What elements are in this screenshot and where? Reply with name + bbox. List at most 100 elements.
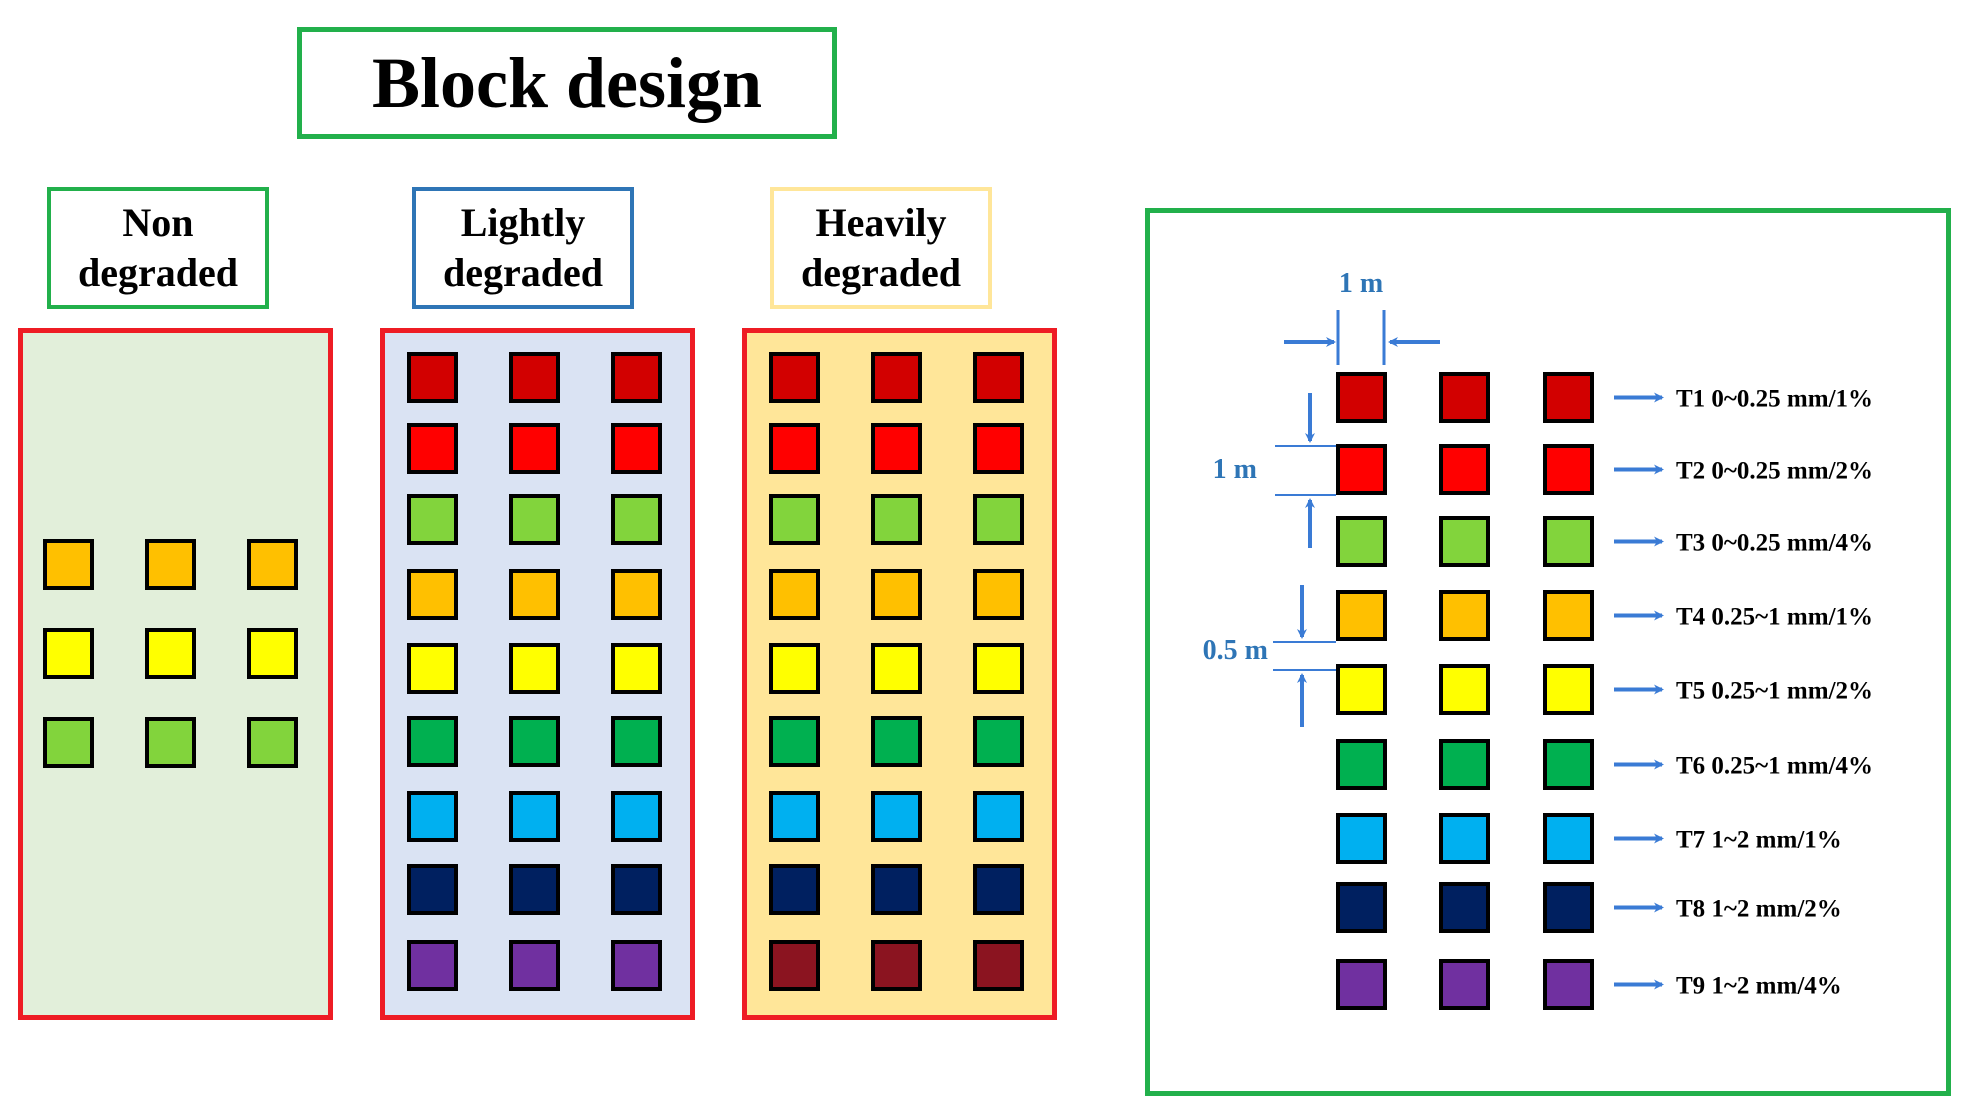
legend-square-t4: [1439, 590, 1490, 641]
legend-label-t9: T9 1~2 mm/4%: [1676, 973, 1842, 1000]
plot-square-lightly-degraded-t2: [407, 423, 458, 474]
plot-square-heavily-degraded-heavy-row9: [769, 940, 820, 991]
plot-square-lightly-degraded-t1: [509, 352, 560, 403]
legend-square-t1: [1543, 372, 1594, 423]
plot-square-heavily-degraded-t8: [769, 864, 820, 915]
plot-square-heavily-degraded-heavy-row9: [973, 940, 1024, 991]
legend-square-t2: [1543, 444, 1594, 495]
plot-square-lightly-degraded-t3: [509, 494, 560, 545]
legend-square-t3: [1336, 516, 1387, 567]
dim-width-label: 1 m: [1339, 268, 1383, 299]
legend-square-t6: [1439, 739, 1490, 790]
plot-square-lightly-degraded-t3: [407, 494, 458, 545]
plot-square-lightly-degraded-t5: [407, 643, 458, 694]
legend-label-t2: T2 0~0.25 mm/2%: [1676, 458, 1873, 485]
plot-square-heavily-degraded-t6: [769, 716, 820, 767]
plot-square-heavily-degraded-t4: [769, 569, 820, 620]
legend-label-t1: T1 0~0.25 mm/1%: [1676, 386, 1873, 413]
plot-square-heavily-degraded-t4: [973, 569, 1024, 620]
legend-square-t3: [1543, 516, 1594, 567]
plot-square-heavily-degraded-t5: [973, 643, 1024, 694]
plot-square-lightly-degraded-t9: [407, 940, 458, 991]
plot-square-lightly-degraded-t2: [611, 423, 662, 474]
label-heavily-degraded-text: Heavily degraded: [801, 200, 961, 295]
plot-square-heavily-degraded-t7: [973, 791, 1024, 842]
plot-square-lightly-degraded-t6: [509, 716, 560, 767]
plot-square-lightly-degraded-t5: [509, 643, 560, 694]
plot-square-heavily-degraded-heavy-row9: [871, 940, 922, 991]
legend-panel: [1145, 208, 1951, 1096]
plot-square-non-degraded-t3: [145, 717, 196, 768]
plot-square-heavily-degraded-t3: [973, 494, 1024, 545]
legend-square-t6: [1543, 739, 1594, 790]
legend-square-t9: [1543, 959, 1594, 1010]
plot-square-heavily-degraded-t5: [769, 643, 820, 694]
label-non-degraded-text: Non degraded: [78, 200, 238, 295]
plot-square-lightly-degraded-t8: [611, 864, 662, 915]
plot-square-lightly-degraded-t7: [407, 791, 458, 842]
plot-square-lightly-degraded-t4: [407, 569, 458, 620]
legend-square-t3: [1439, 516, 1490, 567]
plot-square-heavily-degraded-t1: [769, 352, 820, 403]
legend-square-t4: [1543, 590, 1594, 641]
plot-square-lightly-degraded-t8: [407, 864, 458, 915]
legend-square-t2: [1439, 444, 1490, 495]
legend-label-t4: T4 0.25~1 mm/1%: [1676, 604, 1873, 631]
plot-square-lightly-degraded-t3: [611, 494, 662, 545]
legend-label-t5: T5 0.25~1 mm/2%: [1676, 678, 1873, 705]
plot-square-heavily-degraded-t6: [871, 716, 922, 767]
dim-gap-label: 0.5 m: [1203, 635, 1268, 666]
legend-square-t8: [1543, 882, 1594, 933]
plot-square-non-degraded-t5: [247, 628, 298, 679]
legend-label-t3: T3 0~0.25 mm/4%: [1676, 530, 1873, 557]
plot-square-lightly-degraded-t6: [407, 716, 458, 767]
label-lightly-degraded: Lightly degraded: [412, 187, 634, 309]
plot-square-heavily-degraded-t4: [871, 569, 922, 620]
plot-square-heavily-degraded-t1: [871, 352, 922, 403]
plot-square-lightly-degraded-t4: [509, 569, 560, 620]
legend-square-t5: [1543, 664, 1594, 715]
legend-square-t7: [1439, 813, 1490, 864]
legend-square-t2: [1336, 444, 1387, 495]
plot-square-non-degraded-t5: [43, 628, 94, 679]
plot-square-heavily-degraded-t3: [769, 494, 820, 545]
plot-square-non-degraded-t3: [247, 717, 298, 768]
plot-square-heavily-degraded-t2: [769, 423, 820, 474]
plot-square-non-degraded-t5: [145, 628, 196, 679]
plot-square-lightly-degraded-t1: [407, 352, 458, 403]
plot-square-lightly-degraded-t7: [611, 791, 662, 842]
label-non-degraded: Non degraded: [47, 187, 269, 309]
plot-square-heavily-degraded-t8: [973, 864, 1024, 915]
dim-row-label: 1 m: [1213, 454, 1257, 485]
diagram-title: Block design: [297, 27, 837, 139]
plot-square-lightly-degraded-t9: [611, 940, 662, 991]
plot-square-lightly-degraded-t2: [509, 423, 560, 474]
plot-square-non-degraded-t4: [247, 539, 298, 590]
legend-label-t8: T8 1~2 mm/2%: [1676, 896, 1842, 923]
plot-square-heavily-degraded-t1: [973, 352, 1024, 403]
plot-square-heavily-degraded-t5: [871, 643, 922, 694]
legend-square-t6: [1336, 739, 1387, 790]
label-heavily-degraded: Heavily degraded: [770, 187, 992, 309]
legend-square-t5: [1439, 664, 1490, 715]
plot-square-lightly-degraded-t9: [509, 940, 560, 991]
plot-square-heavily-degraded-t3: [871, 494, 922, 545]
plot-square-heavily-degraded-t2: [973, 423, 1024, 474]
legend-square-t8: [1336, 882, 1387, 933]
legend-label-t7: T7 1~2 mm/1%: [1676, 827, 1842, 854]
plot-square-heavily-degraded-t8: [871, 864, 922, 915]
legend-square-t1: [1439, 372, 1490, 423]
plot-square-lightly-degraded-t4: [611, 569, 662, 620]
plot-square-lightly-degraded-t7: [509, 791, 560, 842]
plot-square-non-degraded-t3: [43, 717, 94, 768]
legend-square-t7: [1336, 813, 1387, 864]
plot-square-lightly-degraded-t5: [611, 643, 662, 694]
plot-square-lightly-degraded-t8: [509, 864, 560, 915]
plot-square-lightly-degraded-t1: [611, 352, 662, 403]
legend-square-t9: [1439, 959, 1490, 1010]
plot-square-non-degraded-t4: [43, 539, 94, 590]
plot-square-lightly-degraded-t6: [611, 716, 662, 767]
diagram-title-text: Block design: [371, 42, 763, 123]
label-lightly-degraded-text: Lightly degraded: [443, 200, 603, 295]
legend-square-t7: [1543, 813, 1594, 864]
